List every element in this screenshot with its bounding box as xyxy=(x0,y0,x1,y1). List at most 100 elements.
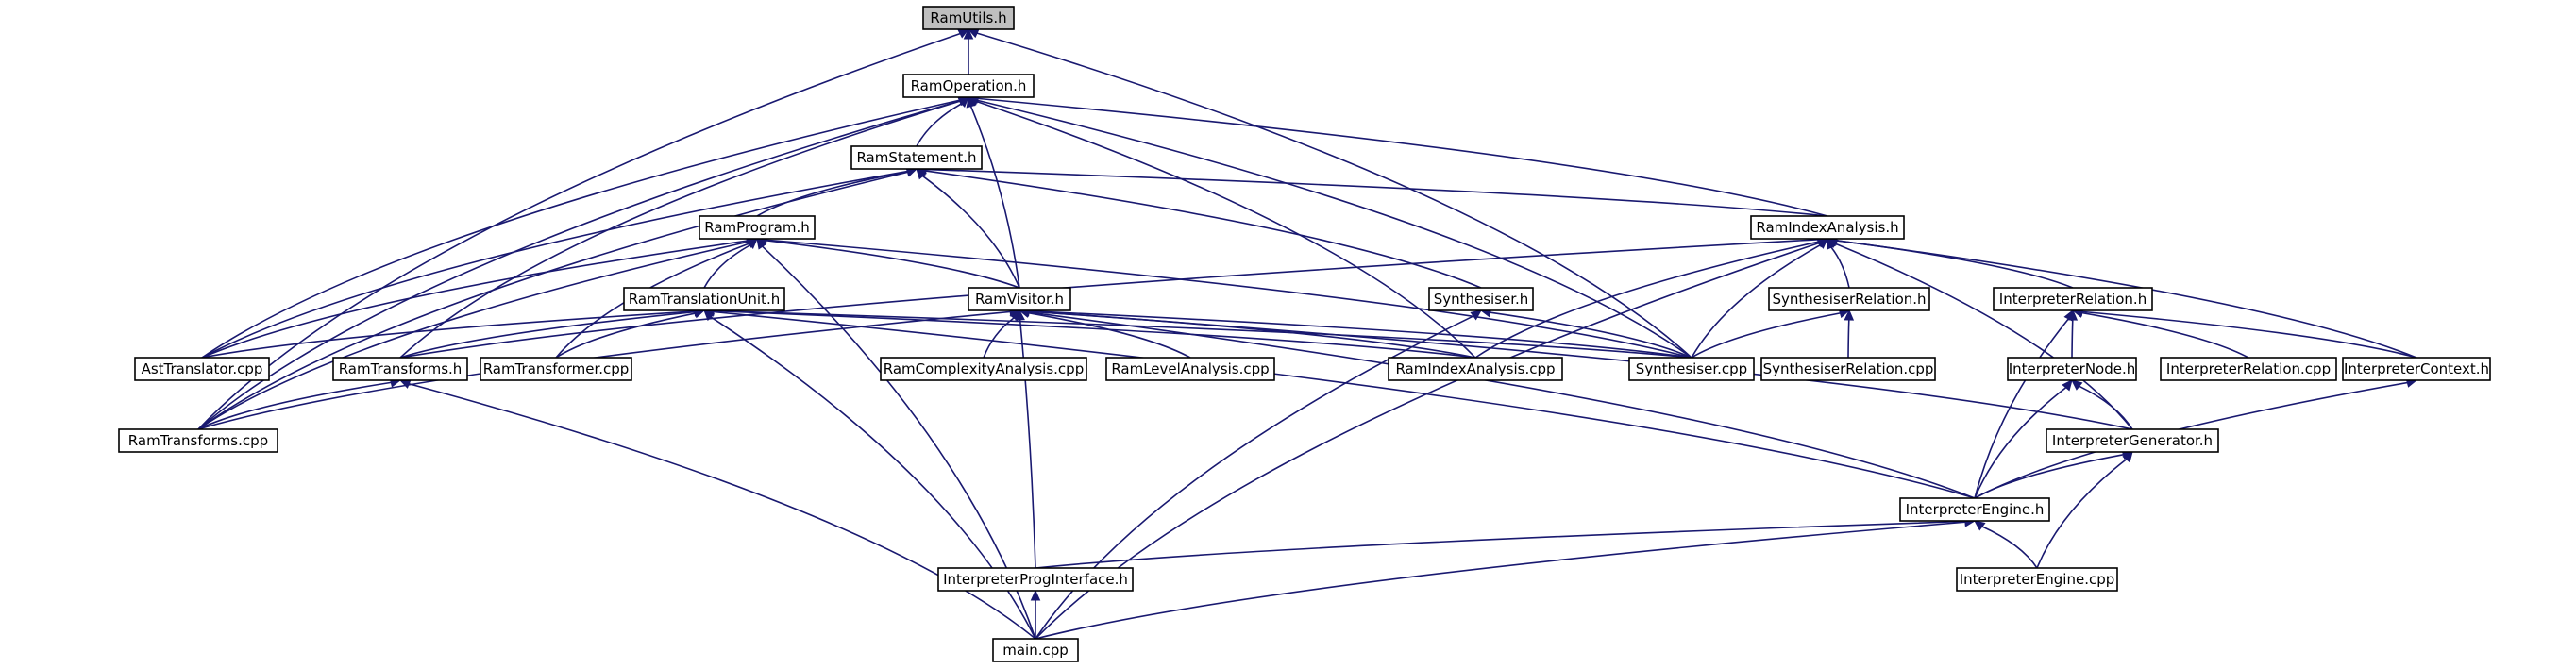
edge-line xyxy=(201,310,696,359)
node-interpreterrelation-h[interactable]: InterpreterRelation.h xyxy=(1993,287,2153,311)
node-interpreterengine-h[interactable]: InterpreterEngine.h xyxy=(1899,497,2050,522)
edge-line xyxy=(925,168,1828,217)
arrowhead xyxy=(1844,309,1855,321)
node-ramtransformer-cpp[interactable]: RamTransformer.cpp xyxy=(480,357,632,381)
dependency-edge xyxy=(197,167,918,430)
node-label: InterpreterGenerator.h xyxy=(2052,432,2213,449)
edge-line xyxy=(977,97,1828,217)
node-label: Synthesiser.h xyxy=(1434,291,1529,308)
node-main-cpp[interactable]: main.cpp xyxy=(992,638,1079,662)
dependency-edge xyxy=(2071,379,2133,430)
edge-line xyxy=(713,310,1976,499)
node-asttranslator-cpp[interactable]: AstTranslator.cpp xyxy=(134,357,270,381)
node-synthesiserrelation-h[interactable]: SynthesiserRelation.h xyxy=(1768,287,1930,311)
node-ramtransforms-h[interactable]: RamTransforms.h xyxy=(332,357,468,381)
arrowhead xyxy=(703,309,716,322)
dependency-edge xyxy=(1844,309,1855,359)
node-label: SynthesiserRelation.h xyxy=(1772,291,1926,308)
node-interpretercontext-h[interactable]: InterpreterContext.h xyxy=(2342,357,2491,381)
edge-line xyxy=(1028,311,1976,499)
edge-line xyxy=(976,100,1476,359)
node-label: RamTransforms.cpp xyxy=(128,432,268,449)
dependency-edge xyxy=(1035,517,1977,640)
node-interpreternode-h[interactable]: InterpreterNode.h xyxy=(2007,357,2137,381)
edge-line xyxy=(1035,242,1820,640)
node-ramtranslationunit-h[interactable]: RamTranslationUnit.h xyxy=(623,287,785,311)
dependency-edge xyxy=(1018,307,1976,499)
dependency-edge xyxy=(1974,379,2073,499)
arrowhead xyxy=(1030,589,1041,601)
node-ramutils-h[interactable]: RamUtils.h xyxy=(922,6,1015,30)
node-label: InterpreterRelation.h xyxy=(1999,291,2147,308)
arrowhead xyxy=(1470,309,1482,321)
edge-line xyxy=(1691,312,1841,359)
node-synthesiser-h[interactable]: Synthesiser.h xyxy=(1428,287,1534,311)
edge-line xyxy=(756,171,908,217)
edge-line xyxy=(201,99,960,359)
node-ramstatement-h[interactable]: RamStatement.h xyxy=(850,145,983,170)
node-label: InterpreterEngine.cpp xyxy=(1960,571,2115,588)
edge-line xyxy=(1836,240,2074,289)
dependency-edge xyxy=(1827,237,1850,289)
edge-line xyxy=(1028,309,1692,359)
node-interpreterengine-cpp[interactable]: InterpreterEngine.cpp xyxy=(1956,567,2118,592)
node-synthesiserrelation-cpp[interactable]: SynthesiserRelation.cpp xyxy=(1760,357,1936,381)
edge-line xyxy=(399,310,696,359)
node-label: RamUtils.h xyxy=(930,9,1006,26)
node-label: AstTranslator.cpp xyxy=(142,360,263,377)
node-label: RamComplexityAnalysis.cpp xyxy=(884,360,1084,377)
dependency-edge xyxy=(915,166,1482,289)
dependency-edge xyxy=(1030,589,1041,639)
dependency-edge xyxy=(1035,516,1977,569)
node-label: RamTransformer.cpp xyxy=(483,360,630,377)
dependency-edge xyxy=(1974,309,2074,499)
edge-line xyxy=(2081,310,2417,359)
node-ramlevelanalysis-cpp[interactable]: RamLevelAnalysis.cpp xyxy=(1105,357,1275,381)
edge-line xyxy=(2079,385,2133,430)
node-ramoperation-h[interactable]: RamOperation.h xyxy=(902,74,1035,98)
dependency-edge xyxy=(702,306,1692,359)
dependency-edge xyxy=(703,309,1036,640)
edge-line xyxy=(197,171,908,430)
node-ramprogram-h[interactable]: RamProgram.h xyxy=(699,215,816,240)
node-interpreterproginterface-h[interactable]: InterpreterProgInterface.h xyxy=(937,567,1134,592)
node-synthesiser-cpp[interactable]: Synthesiser.cpp xyxy=(1628,357,1755,381)
dependency-edge xyxy=(1826,238,2133,430)
dependency-edge xyxy=(2071,307,2417,359)
dependency-edge xyxy=(963,27,974,75)
node-interpreterrelation-cpp[interactable]: InterpreterRelation.cpp xyxy=(2160,357,2337,381)
edges-layer xyxy=(197,27,2418,640)
node-ramtransforms-cpp[interactable]: RamTransforms.cpp xyxy=(118,428,278,453)
arrowhead xyxy=(2063,309,2074,322)
node-label: RamTranslationUnit.h xyxy=(629,291,780,308)
arrowhead xyxy=(2071,379,2083,391)
arrowhead xyxy=(963,27,974,40)
edge-line xyxy=(1490,311,1692,359)
edge-line xyxy=(197,100,961,430)
node-ramcomplexityanalysis-cpp[interactable]: RamComplexityAnalysis.cpp xyxy=(880,357,1087,381)
dependency-edge xyxy=(967,93,1828,217)
edge-line xyxy=(925,170,1482,289)
edge-line xyxy=(2036,459,2128,569)
edge-line xyxy=(201,170,908,359)
edge-line xyxy=(1035,521,1966,640)
node-ramindexanalysis-cpp[interactable]: RamIndexAnalysis.cpp xyxy=(1388,357,1563,381)
dependency-edge xyxy=(555,309,706,359)
dependency-edge xyxy=(2036,451,2133,569)
dependency-edge xyxy=(967,96,1476,359)
node-label: RamTransforms.h xyxy=(339,360,463,377)
edge-line xyxy=(922,175,1020,289)
node-label: RamVisitor.h xyxy=(975,291,1064,308)
node-ramindexanalysis-h[interactable]: RamIndexAnalysis.h xyxy=(1750,215,1905,240)
edge-line xyxy=(201,240,749,359)
node-ramvisitor-h[interactable]: RamVisitor.h xyxy=(968,287,1071,311)
node-interpretergenerator-h[interactable]: InterpreterGenerator.h xyxy=(2046,428,2219,453)
edge-line xyxy=(2081,311,2249,359)
edge-line xyxy=(976,32,1692,359)
node-label: RamIndexAnalysis.h xyxy=(1756,219,1898,236)
dependency-edge xyxy=(966,95,1020,289)
edge-line xyxy=(197,241,749,430)
dependency-edge xyxy=(1035,309,1482,640)
edge-line xyxy=(1974,318,2069,499)
